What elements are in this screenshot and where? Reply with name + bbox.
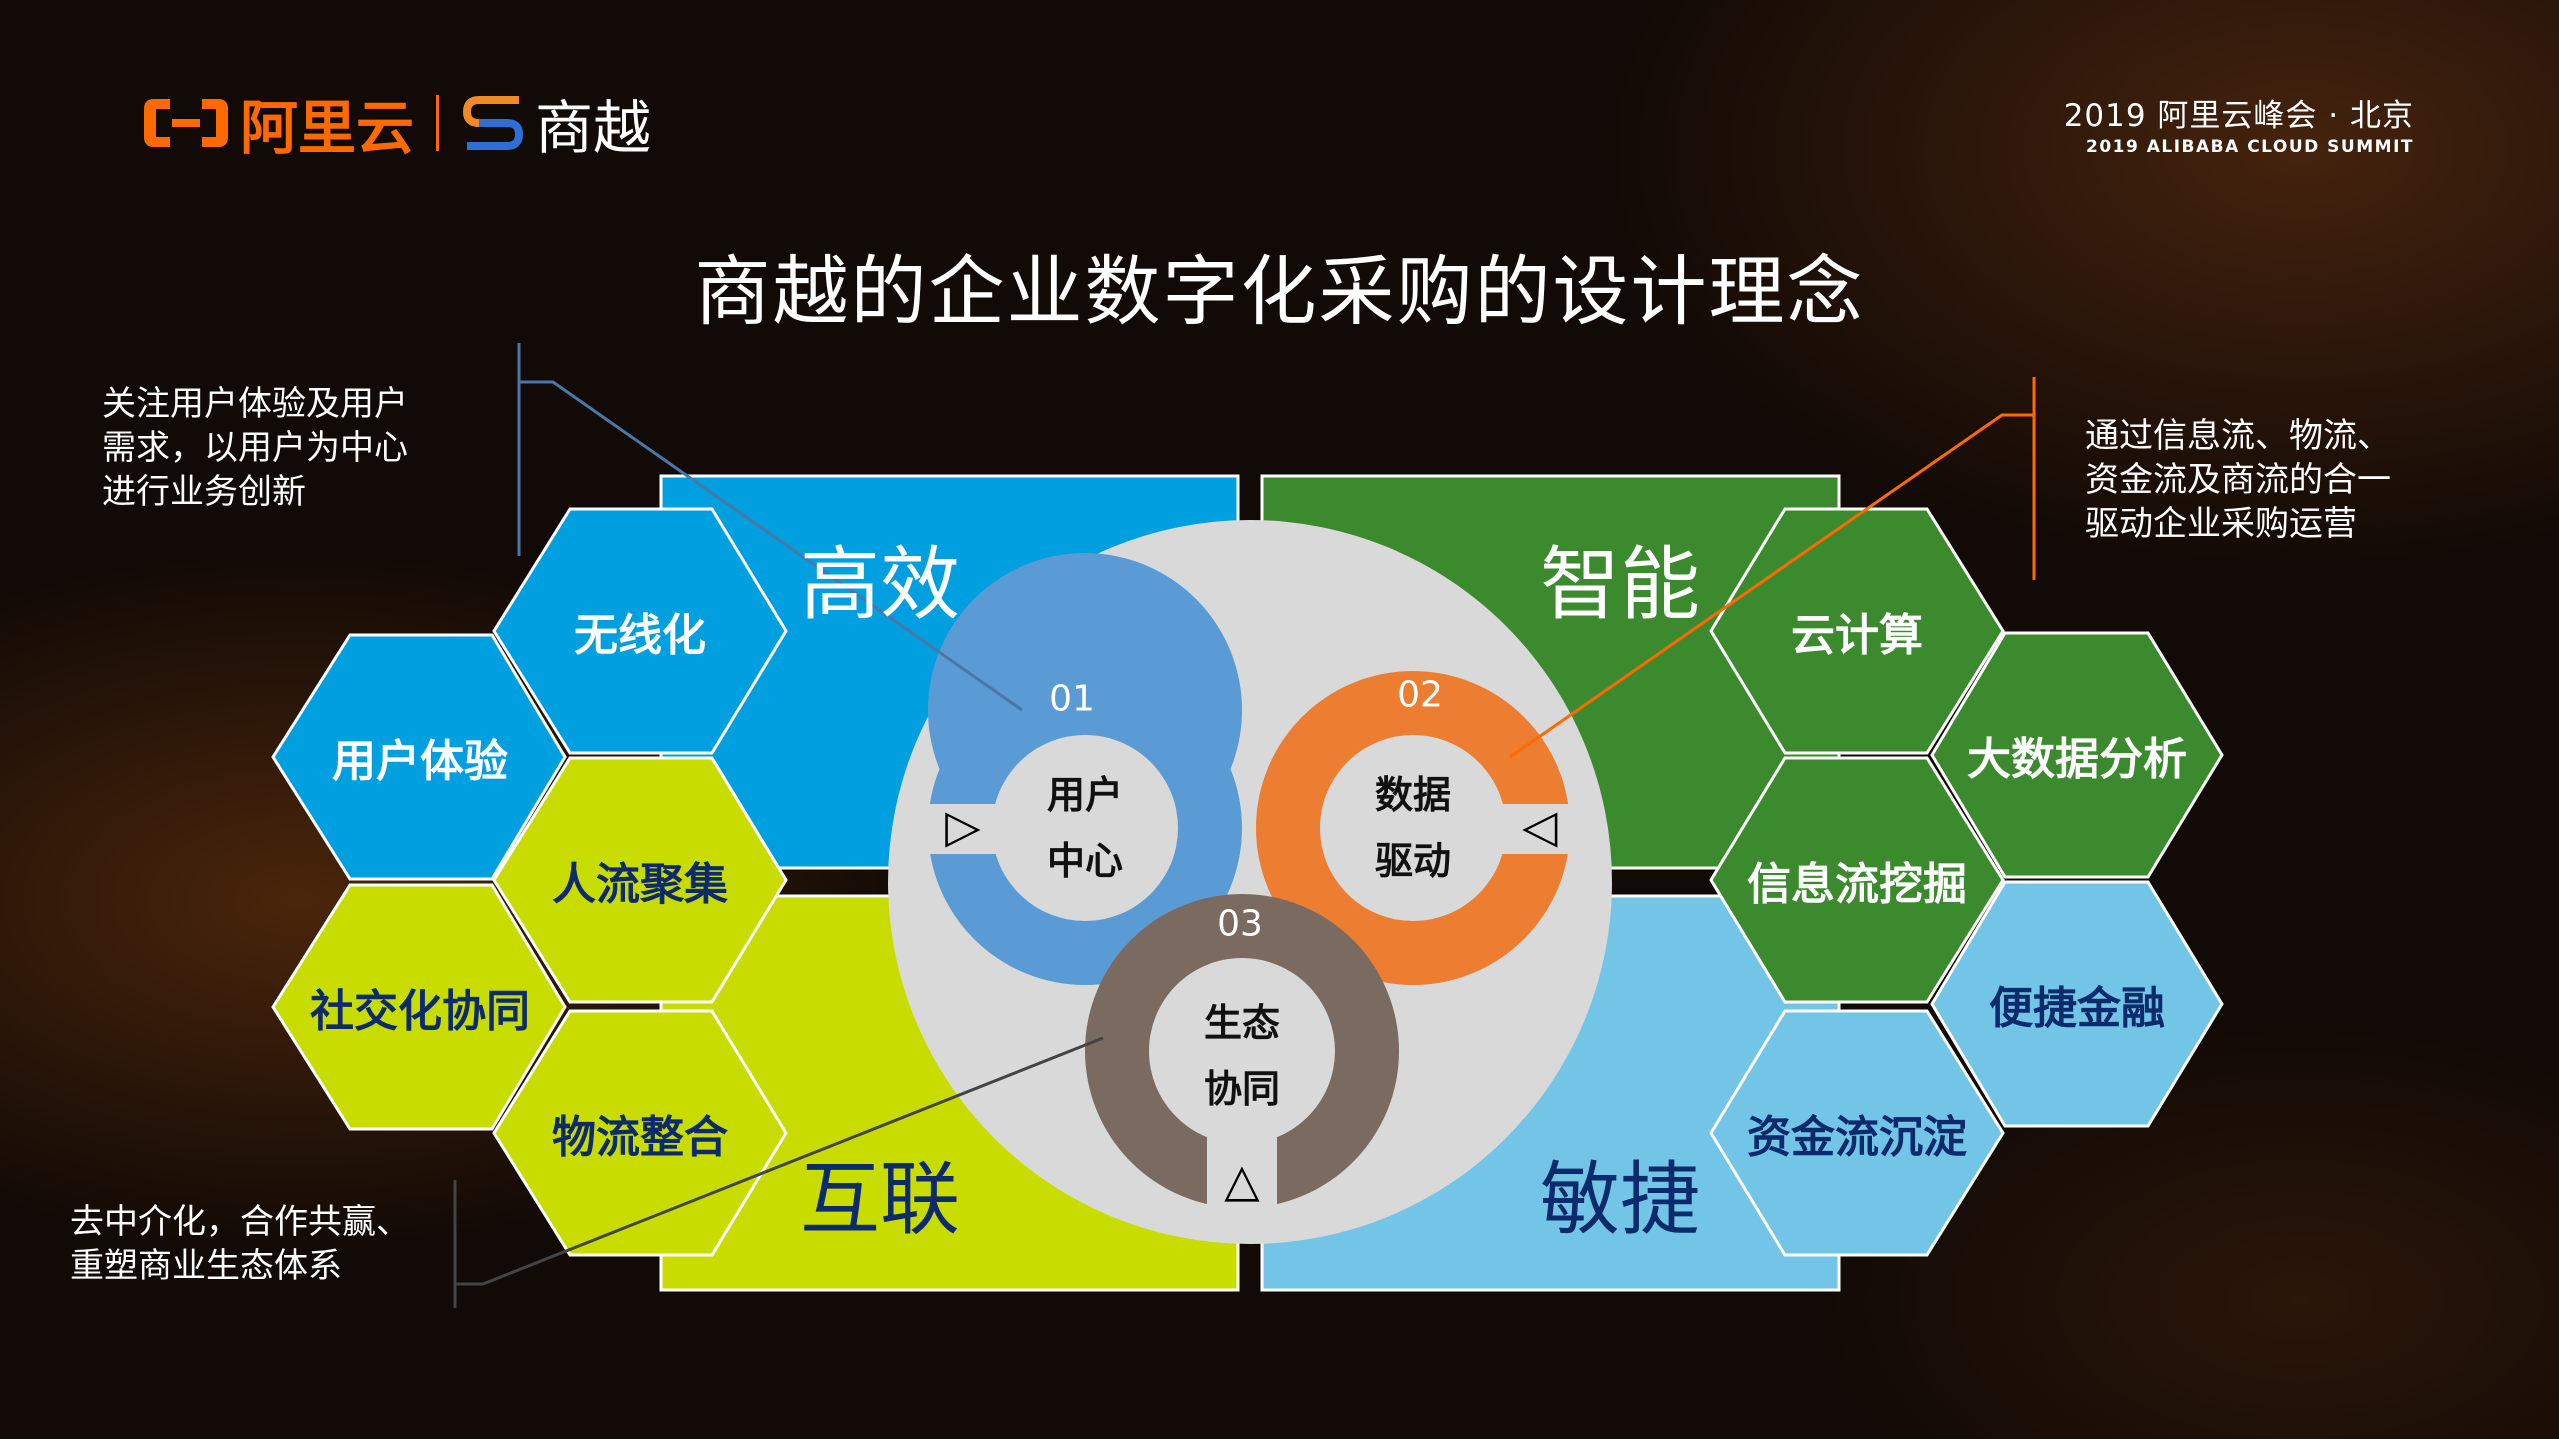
ring-03-number: 03 xyxy=(1217,903,1263,945)
ring-03-line2: 协同 xyxy=(1203,1067,1281,1111)
callout-text-line: 重塑商业生态体系 xyxy=(70,1246,342,1286)
callout-bottom-left: 去中介化，合作共赢、 重塑商业生态体系 xyxy=(70,1200,410,1288)
logo-group: 阿里云 商越 xyxy=(140,88,651,162)
shangyue-s-icon xyxy=(463,96,524,150)
aliyun-logo: 阿里云 xyxy=(140,81,414,165)
aliyun-bracket-icon xyxy=(144,99,228,147)
page-title: 商越的企业数字化采购的设计理念 xyxy=(694,247,1865,336)
shangyue-logo-text: 商越 xyxy=(535,94,652,162)
ring-01-gap xyxy=(920,804,1010,854)
callout-connector-top-left xyxy=(519,380,1023,712)
hex-label-user-experience: 用户体验 xyxy=(332,736,508,787)
hex-label-logistics: 物流整合 xyxy=(552,1112,728,1163)
play-right-arrow-icon: ▷ xyxy=(945,799,981,853)
callout-text-line: 资金流及商流的合一 xyxy=(2085,460,2391,500)
quadrant-label-agile: 敏捷 xyxy=(1540,1153,1700,1246)
quadrant-label-connected: 互联 xyxy=(800,1153,960,1246)
ring-03-gap xyxy=(1207,1120,1277,1215)
callout-text-line: 通过信息流、物流、 xyxy=(2085,416,2391,456)
callout-top-right: 通过信息流、物流、 资金流及商流的合一 驱动企业采购运营 xyxy=(2085,414,2391,546)
hex-label-cloud-computing: 云计算 xyxy=(1791,610,1923,661)
ring-02-text: 数据 驱动 xyxy=(1375,762,1451,894)
callout-text-line: 去中介化，合作共赢、 xyxy=(70,1202,410,1242)
shangyue-logo: 商越 xyxy=(461,81,651,165)
ring-02-inner xyxy=(1320,735,1506,921)
hex-label-traffic-gathering: 人流聚集 xyxy=(552,859,728,910)
callout-text-line: 关注用户体验及用户 xyxy=(102,384,408,424)
ring-02-line1: 数据 xyxy=(1374,773,1452,817)
hex-info-mining xyxy=(1709,756,2005,1004)
ring-01-text: 用户 中心 xyxy=(1047,762,1123,894)
hex-big-data xyxy=(1930,631,2224,879)
callout-top-left: 关注用户体验及用户 需求，以用户为中心 进行业务创新 xyxy=(102,382,408,514)
hex-social-collab xyxy=(271,883,567,1131)
hex-label-convenient-finance: 便捷金融 xyxy=(1989,983,2165,1034)
aliyun-logo-text: 阿里云 xyxy=(240,94,415,162)
ring-01-number: 01 xyxy=(1049,678,1095,720)
ring-02-number: 02 xyxy=(1397,674,1443,716)
summit-badge: 2019 阿里云峰会 · 北京 2019 ALIBABA CLOUD SUMMI… xyxy=(2064,90,2414,157)
ring-03-line1: 生态 xyxy=(1203,1001,1281,1045)
hex-traffic-gathering xyxy=(492,756,788,1004)
quadrant-label-intelligent: 智能 xyxy=(1540,538,1700,631)
hex-convenient-finance xyxy=(1930,880,2224,1128)
logo-divider xyxy=(436,95,440,151)
hex-wireless xyxy=(492,507,788,755)
ring-01-line2: 中心 xyxy=(1046,839,1124,883)
callout-text-line: 需求，以用户为中心 xyxy=(102,428,408,468)
hex-label-social-collab: 社交化协同 xyxy=(310,986,530,1037)
triangle-up-icon: △ xyxy=(1224,1153,1260,1207)
ring-02-line2: 驱动 xyxy=(1374,839,1452,883)
quadrant-label-efficient: 高效 xyxy=(800,538,960,631)
hex-cloud-computing xyxy=(1709,507,2005,755)
ring-03-text: 生态 协同 xyxy=(1204,990,1280,1122)
ring-03-inner xyxy=(1149,958,1335,1144)
callout-text-line: 进行业务创新 xyxy=(102,472,306,512)
summit-title-en: 2019 ALIBABA CLOUD SUMMIT xyxy=(2086,137,2414,157)
callout-connector-top-right xyxy=(1509,413,2034,759)
hex-capital-flow xyxy=(1709,1009,2005,1257)
ring-01-line1: 用户 xyxy=(1046,773,1124,817)
hex-label-wireless: 无线化 xyxy=(574,610,706,661)
play-left-arrow-icon: ◁ xyxy=(1522,799,1558,853)
callout-text-line: 驱动企业采购运营 xyxy=(2085,504,2357,544)
summit-title-cn: 2019 阿里云峰会 · 北京 xyxy=(2063,98,2414,134)
callout-connector-bottom-left xyxy=(455,1036,1104,1286)
hex-label-capital-flow: 资金流沉淀 xyxy=(1747,1112,1967,1163)
ring-02-gap xyxy=(1488,804,1578,854)
hex-label-info-mining: 信息流挖掘 xyxy=(1747,859,1967,910)
ring-01-inner xyxy=(992,735,1178,921)
hex-label-big-data: 大数据分析 xyxy=(1967,734,2187,785)
hex-user-experience xyxy=(271,633,567,881)
